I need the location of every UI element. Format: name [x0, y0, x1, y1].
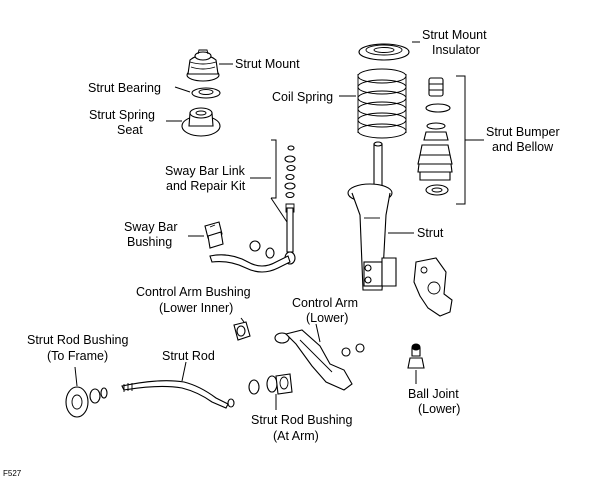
control-arm-bushing-part: [233, 321, 251, 341]
strut-rod-bushing-arm-part: [248, 373, 293, 395]
label-sway-bar-bushing-line2: Bushing: [127, 235, 172, 249]
label-strut-mount: Strut Mount: [235, 57, 300, 71]
figure-code: F527: [3, 469, 22, 478]
label-strut-rod-bushing-frame-line2: (To Frame): [47, 349, 108, 363]
label-strut-bumper-line2: and Bellow: [492, 140, 554, 154]
label-coil-spring: Coil Spring: [272, 90, 333, 104]
strut-rod-part: [121, 380, 235, 409]
strut-bearing-part: [191, 87, 221, 99]
label-ball-joint-line2: (Lower): [418, 402, 460, 416]
strut-mount-part: [186, 49, 220, 82]
sway-bar-bushing-part: [204, 221, 224, 249]
label-control-arm-bushing: Control Arm Bushing: [136, 285, 251, 299]
label-strut-mount-insulator: Strut Mount: [422, 28, 487, 42]
sway-bar-link-kit-part: [284, 145, 296, 265]
strut-rod-bushing-frame-part: [65, 386, 108, 418]
label-strut-rod-bushing-arm: Strut Rod Bushing: [251, 413, 352, 427]
label-strut-spring-seat-line2: Seat: [117, 123, 143, 137]
label-control-arm-line2: (Lower): [306, 311, 348, 325]
label-strut-rod: Strut Rod: [162, 349, 215, 363]
strut-bumper-and-bellow-part: [417, 77, 453, 196]
label-strut-rod-bushing-arm-line2: (At Arm): [273, 429, 319, 443]
control-arm-part: [274, 329, 365, 391]
label-strut-bearing: Strut Bearing: [88, 81, 161, 95]
ball-joint-part: [407, 343, 425, 369]
label-strut-spring-seat: Strut Spring: [89, 108, 155, 122]
sway-bar-part: [209, 240, 291, 273]
label-sway-bar-link: Sway Bar Link: [165, 164, 246, 178]
coil-spring-part: [357, 68, 407, 139]
strut-spring-seat-part: [181, 107, 221, 137]
label-strut-bumper: Strut Bumper: [486, 125, 560, 139]
label-control-arm: Control Arm: [292, 296, 358, 310]
strut-mount-insulator-part: [358, 43, 410, 61]
label-ball-joint: Ball Joint: [408, 387, 459, 401]
label-sway-bar-bushing: Sway Bar: [124, 220, 178, 234]
label-strut-rod-bushing-frame: Strut Rod Bushing: [27, 333, 128, 347]
label-strut: Strut: [417, 226, 444, 240]
strut-part: [347, 141, 397, 291]
label-control-arm-bushing-line2: (Lower Inner): [159, 301, 233, 315]
label-strut-mount-insulator-line2: Insulator: [432, 43, 480, 57]
label-sway-bar-link-line2: and Repair Kit: [166, 179, 246, 193]
steering-knuckle-part: [413, 257, 453, 317]
